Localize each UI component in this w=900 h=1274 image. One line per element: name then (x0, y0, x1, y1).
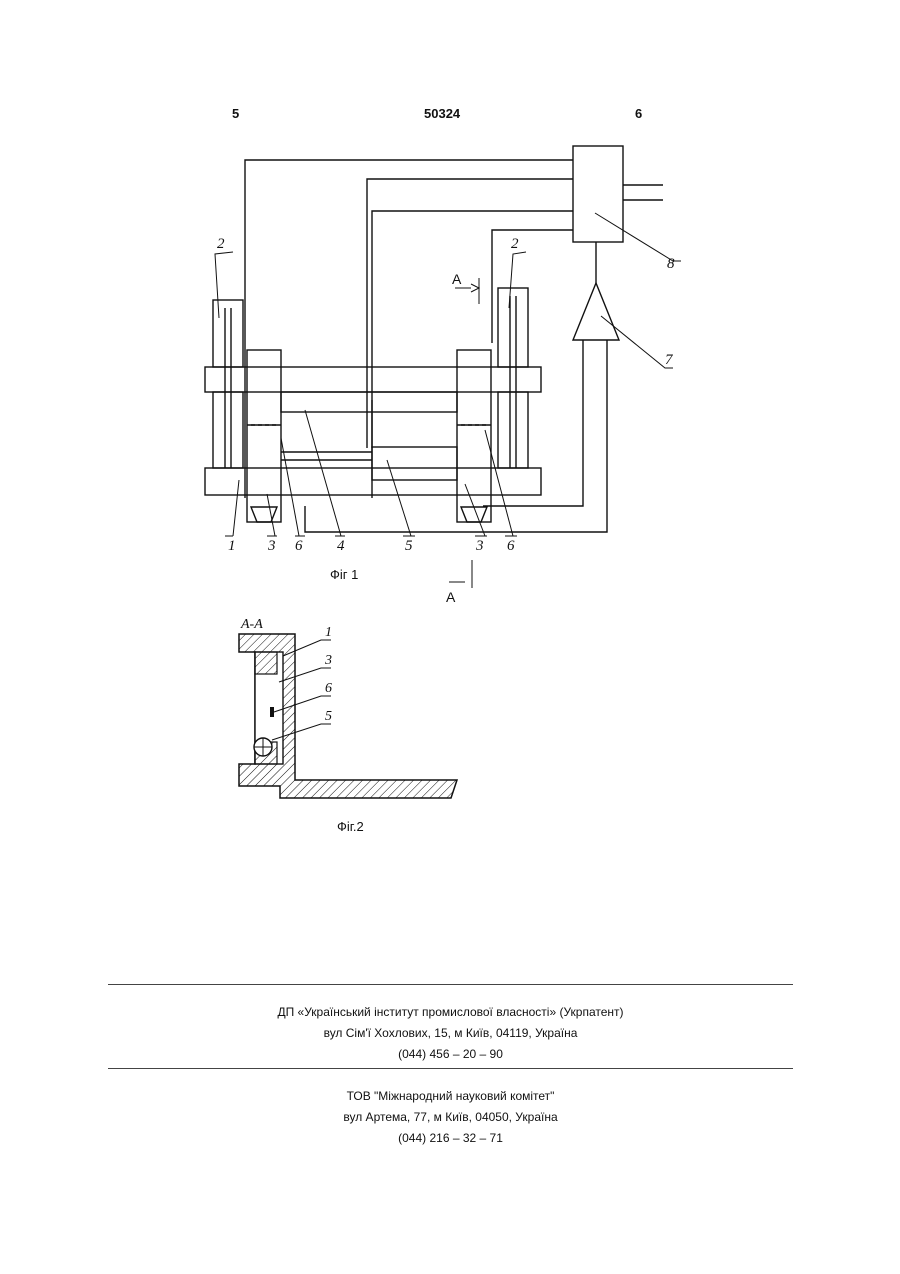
figure-1-caption: Фіг 1 (330, 567, 358, 582)
footer-divider-top (108, 984, 793, 985)
patent-number: 50324 (424, 106, 460, 121)
fig1-label: 6 (507, 538, 515, 554)
fig1-label: 1 (228, 538, 236, 554)
figure-2-caption: Фіг.2 (337, 819, 364, 834)
page-number-right: 6 (635, 106, 642, 121)
publisher-name: ДП «Український інститут промислової вла… (108, 1002, 793, 1023)
fig1-label: 4 (337, 538, 345, 554)
publisher-phone: (044) 456 – 20 – 90 (108, 1044, 793, 1065)
fig1-label: 3 (475, 538, 484, 554)
fig1-label: 6 (295, 538, 303, 554)
section-mark-top: А (452, 271, 462, 287)
printer-name: ТОВ "Міжнародний науковий комітет" (108, 1086, 793, 1107)
fig1-label: 7 (665, 352, 674, 368)
fig2-label: 5 (325, 709, 332, 724)
figure-1-drawing: 2 2 8 7 1 3 6 4 5 3 6 А А Фіг 1 (195, 138, 695, 608)
page-number-left: 5 (232, 106, 239, 121)
fig2-label: 1 (325, 625, 332, 640)
publisher-info: ДП «Український інститут промислової вла… (108, 1002, 793, 1065)
fig1-label: 2 (511, 236, 519, 252)
fig1-label: 3 (267, 538, 276, 554)
publisher-address: вул Сім'ї Хохлових, 15, м Київ, 04119, У… (108, 1023, 793, 1044)
footer-divider-bottom (108, 1068, 793, 1069)
fig2-label: 3 (324, 653, 332, 668)
fig1-label: 8 (667, 256, 675, 272)
fig1-label: 5 (405, 538, 413, 554)
section-mark-bottom: А (446, 589, 456, 605)
fig1-label: 2 (217, 236, 225, 252)
printer-address: вул Артема, 77, м Київ, 04050, Україна (108, 1107, 793, 1128)
printer-info: ТОВ "Міжнародний науковий комітет" вул А… (108, 1086, 793, 1149)
fig2-label: 6 (325, 681, 332, 696)
fig2-title: А-А (240, 617, 263, 632)
printer-phone: (044) 216 – 32 – 71 (108, 1128, 793, 1149)
figure-2-drawing: А-А 1 3 6 5 Фіг.2 (225, 612, 475, 842)
